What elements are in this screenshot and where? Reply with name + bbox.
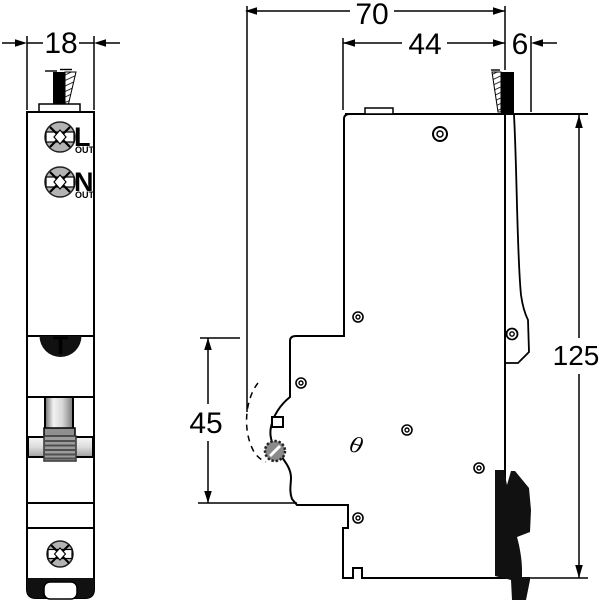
dimension-height: 125 [553,115,600,578]
dim-body-depth-value: 44 [408,28,441,61]
dim-height-value: 125 [553,340,600,371]
rivet-icon [295,377,307,389]
dimension-total-depth: 70 [245,0,506,412]
arrowhead [15,39,27,47]
test-button-icon [39,336,82,357]
wire-conductor [53,72,65,112]
arrowhead [531,39,543,47]
din-spring-clip [495,470,531,600]
arrowhead [245,7,257,15]
arrowhead [575,115,583,128]
wire-entry-collar [38,103,81,113]
arrowhead [493,39,505,47]
side-body-outline [269,113,506,579]
terminal-l-label: L [74,122,91,152]
terminal-l-sub-label: OUT [75,145,95,155]
grip-ridges [44,440,76,460]
rivet-icon [352,311,364,323]
arrowhead [343,39,355,47]
arrowhead [493,7,505,15]
thermal-symbol: θ [347,432,365,458]
dim-rail-offset-value: 6 [512,28,529,61]
terminal-screw-l: L OUT [44,121,95,155]
arrowhead [204,491,212,503]
adjuster-knob [263,439,287,463]
side-view: 70 44 6 [189,0,599,600]
wire-conductor [501,72,514,114]
dimension-front-protrusion: 45 [189,337,297,504]
bottom-cap [27,578,94,600]
dimension-body-depth: 44 [342,28,505,110]
dimension-front-width: 18 [2,27,120,110]
switch-grip [43,435,77,462]
rivet-icon [505,327,519,341]
arrowhead [94,39,106,47]
wire-side [491,69,514,114]
wire-insulation [64,71,77,107]
dimension-rail-offset: 6 [512,28,557,112]
din-release-tab [43,581,78,600]
rivets [295,126,519,524]
rivet-icon [352,512,364,524]
dim-total-depth-value: 70 [355,0,388,31]
arrowhead [204,338,212,350]
screw-pivot-icon [432,126,448,142]
terminal-screw-n: N OUT [44,166,95,200]
wire-insulation [491,71,502,113]
dim-front-protrusion-value: 45 [189,407,222,440]
top-tab [364,107,394,115]
arrowhead [575,565,583,578]
bottom-screw [46,540,74,568]
front-view: 18 L OUT [2,27,120,600]
test-button-label: T [53,332,68,360]
dim-front-width-value: 18 [44,27,77,60]
rivet-icon [401,424,413,436]
din-claw-profile [506,114,530,364]
lever-swing-arc [245,382,267,463]
test-button: T [39,332,82,360]
square-port [271,416,284,428]
toggle-switch [27,396,94,462]
terminal-n-sub-label: OUT [75,190,95,200]
switch-lever [44,396,74,431]
rivet-icon [473,462,485,474]
wire-front [38,68,81,113]
terminal-n-label: N [74,167,94,197]
